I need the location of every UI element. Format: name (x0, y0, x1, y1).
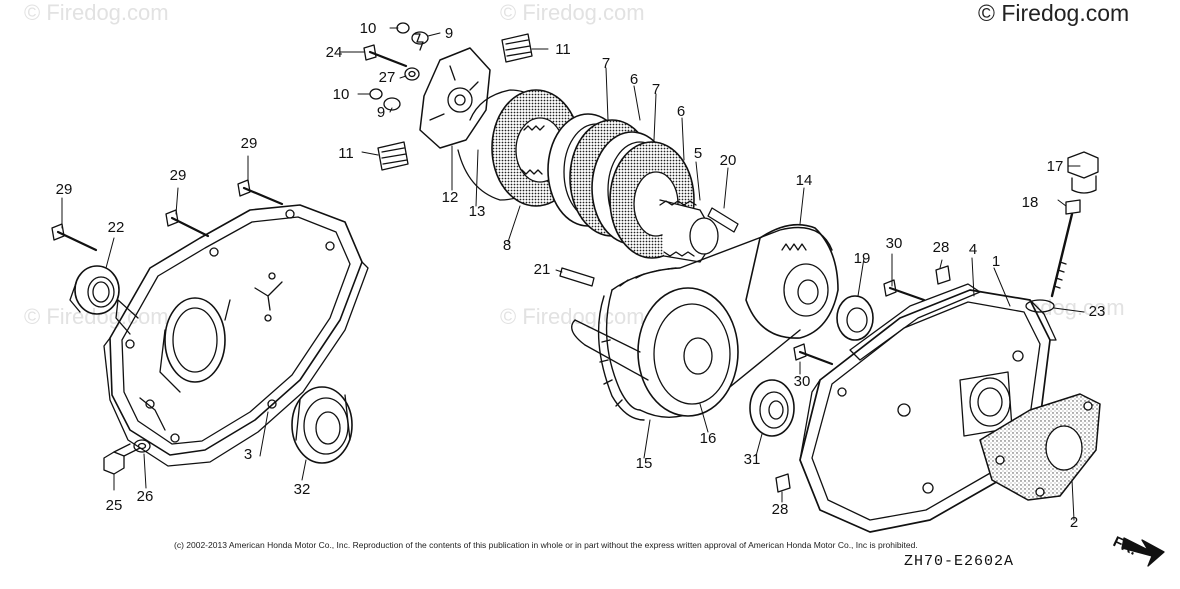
key-20 (707, 207, 739, 233)
callout-29b: 29 (170, 167, 187, 184)
callout-3: 3 (244, 446, 252, 463)
callout-26: 26 (137, 488, 154, 505)
collar-10-b (369, 88, 383, 100)
oil-filler-cap-17 (1067, 151, 1099, 194)
watermark: © Firedog.com (500, 0, 645, 25)
callout-27: 27 (379, 69, 396, 86)
driven-pulley-14 (745, 223, 839, 339)
callout-6b: 6 (677, 103, 685, 120)
drive-plate-12 (419, 47, 491, 149)
callout-14: 14 (796, 172, 813, 189)
dowel-28-a (935, 265, 951, 285)
callout-20: 20 (720, 152, 737, 169)
callout-22: 22 (108, 219, 125, 236)
callout-9b: 9 (377, 104, 385, 121)
bolt-29-b (165, 209, 210, 238)
front-arrow-icon (1121, 537, 1165, 567)
spring-9-a (411, 31, 429, 51)
bolt-30-b (793, 343, 834, 366)
weight-11-b (377, 141, 409, 171)
clutch-hub-5 (659, 199, 719, 263)
callout-28b: 28 (772, 501, 789, 518)
callout-13: 13 (469, 203, 486, 220)
callout-1: 1 (992, 253, 1000, 270)
bolt-24 (363, 44, 408, 68)
callout-10a: 10 (360, 20, 377, 37)
callout-29c: 29 (241, 135, 258, 152)
spring-9-b (383, 97, 401, 111)
bolt-29-c (237, 179, 284, 206)
callout-32: 32 (294, 481, 311, 498)
callout-2: 2 (1070, 514, 1078, 531)
washer-26 (133, 439, 151, 453)
callout-11b: 11 (338, 145, 354, 162)
callout-10b: 10 (333, 86, 350, 103)
bolt-30-a (883, 279, 926, 302)
callout-24: 24 (326, 44, 343, 61)
key-21 (559, 267, 595, 287)
copyright-notice: (c) 2002-2013 American Honda Motor Co., … (174, 540, 918, 550)
sprocket-16 (571, 287, 739, 417)
callout-28a: 28 (933, 239, 950, 256)
callout-11a: 11 (555, 41, 571, 58)
callout-30b: 30 (794, 373, 811, 390)
gasket-4 (849, 283, 981, 361)
callout-30a: 30 (886, 235, 903, 252)
callout-25: 25 (106, 497, 123, 514)
oil-seal-22 (69, 265, 120, 315)
oil-seal-19 (836, 295, 874, 341)
gasket-2 (979, 393, 1101, 501)
callout-4: 4 (969, 241, 977, 258)
washer-27 (404, 67, 420, 81)
bolt-29-a (51, 223, 98, 252)
callout-15: 15 (636, 455, 653, 472)
bearing-31 (749, 379, 795, 437)
callout-6a: 6 (630, 71, 638, 88)
callout-18: 18 (1022, 194, 1039, 211)
callout-23: 23 (1089, 303, 1106, 320)
collar-10-a (396, 22, 410, 34)
leader-lines (61, 27, 1085, 521)
drain-bolt-25 (103, 443, 141, 475)
watermark: © Firedog.com (24, 304, 169, 329)
callout-7a: 7 (602, 55, 610, 72)
diagram-code: ZH70-E2602A (904, 553, 1015, 570)
o-ring-23 (1025, 299, 1055, 313)
weight-11-a (501, 33, 533, 63)
watermark-main: © Firedog.com (978, 0, 1130, 26)
bearing-32 (291, 386, 353, 464)
watermark: © Firedog.com (24, 0, 169, 25)
callout-21: 21 (534, 261, 551, 278)
callout-8: 8 (503, 237, 511, 254)
left-cover (103, 204, 369, 467)
callout-16: 16 (700, 430, 717, 447)
callout-9a: 9 (445, 25, 453, 42)
callout-17: 17 (1047, 158, 1064, 175)
dipstick-18 (1050, 199, 1081, 298)
callout-7b: 7 (652, 81, 660, 98)
dowel-28-b (775, 473, 791, 493)
callout-12: 12 (442, 189, 459, 206)
callout-31: 31 (744, 451, 761, 468)
callout-29a: 29 (56, 181, 73, 198)
callout-19: 19 (854, 250, 871, 267)
front-label: FR. (1110, 533, 1139, 559)
callout-5: 5 (694, 145, 702, 162)
